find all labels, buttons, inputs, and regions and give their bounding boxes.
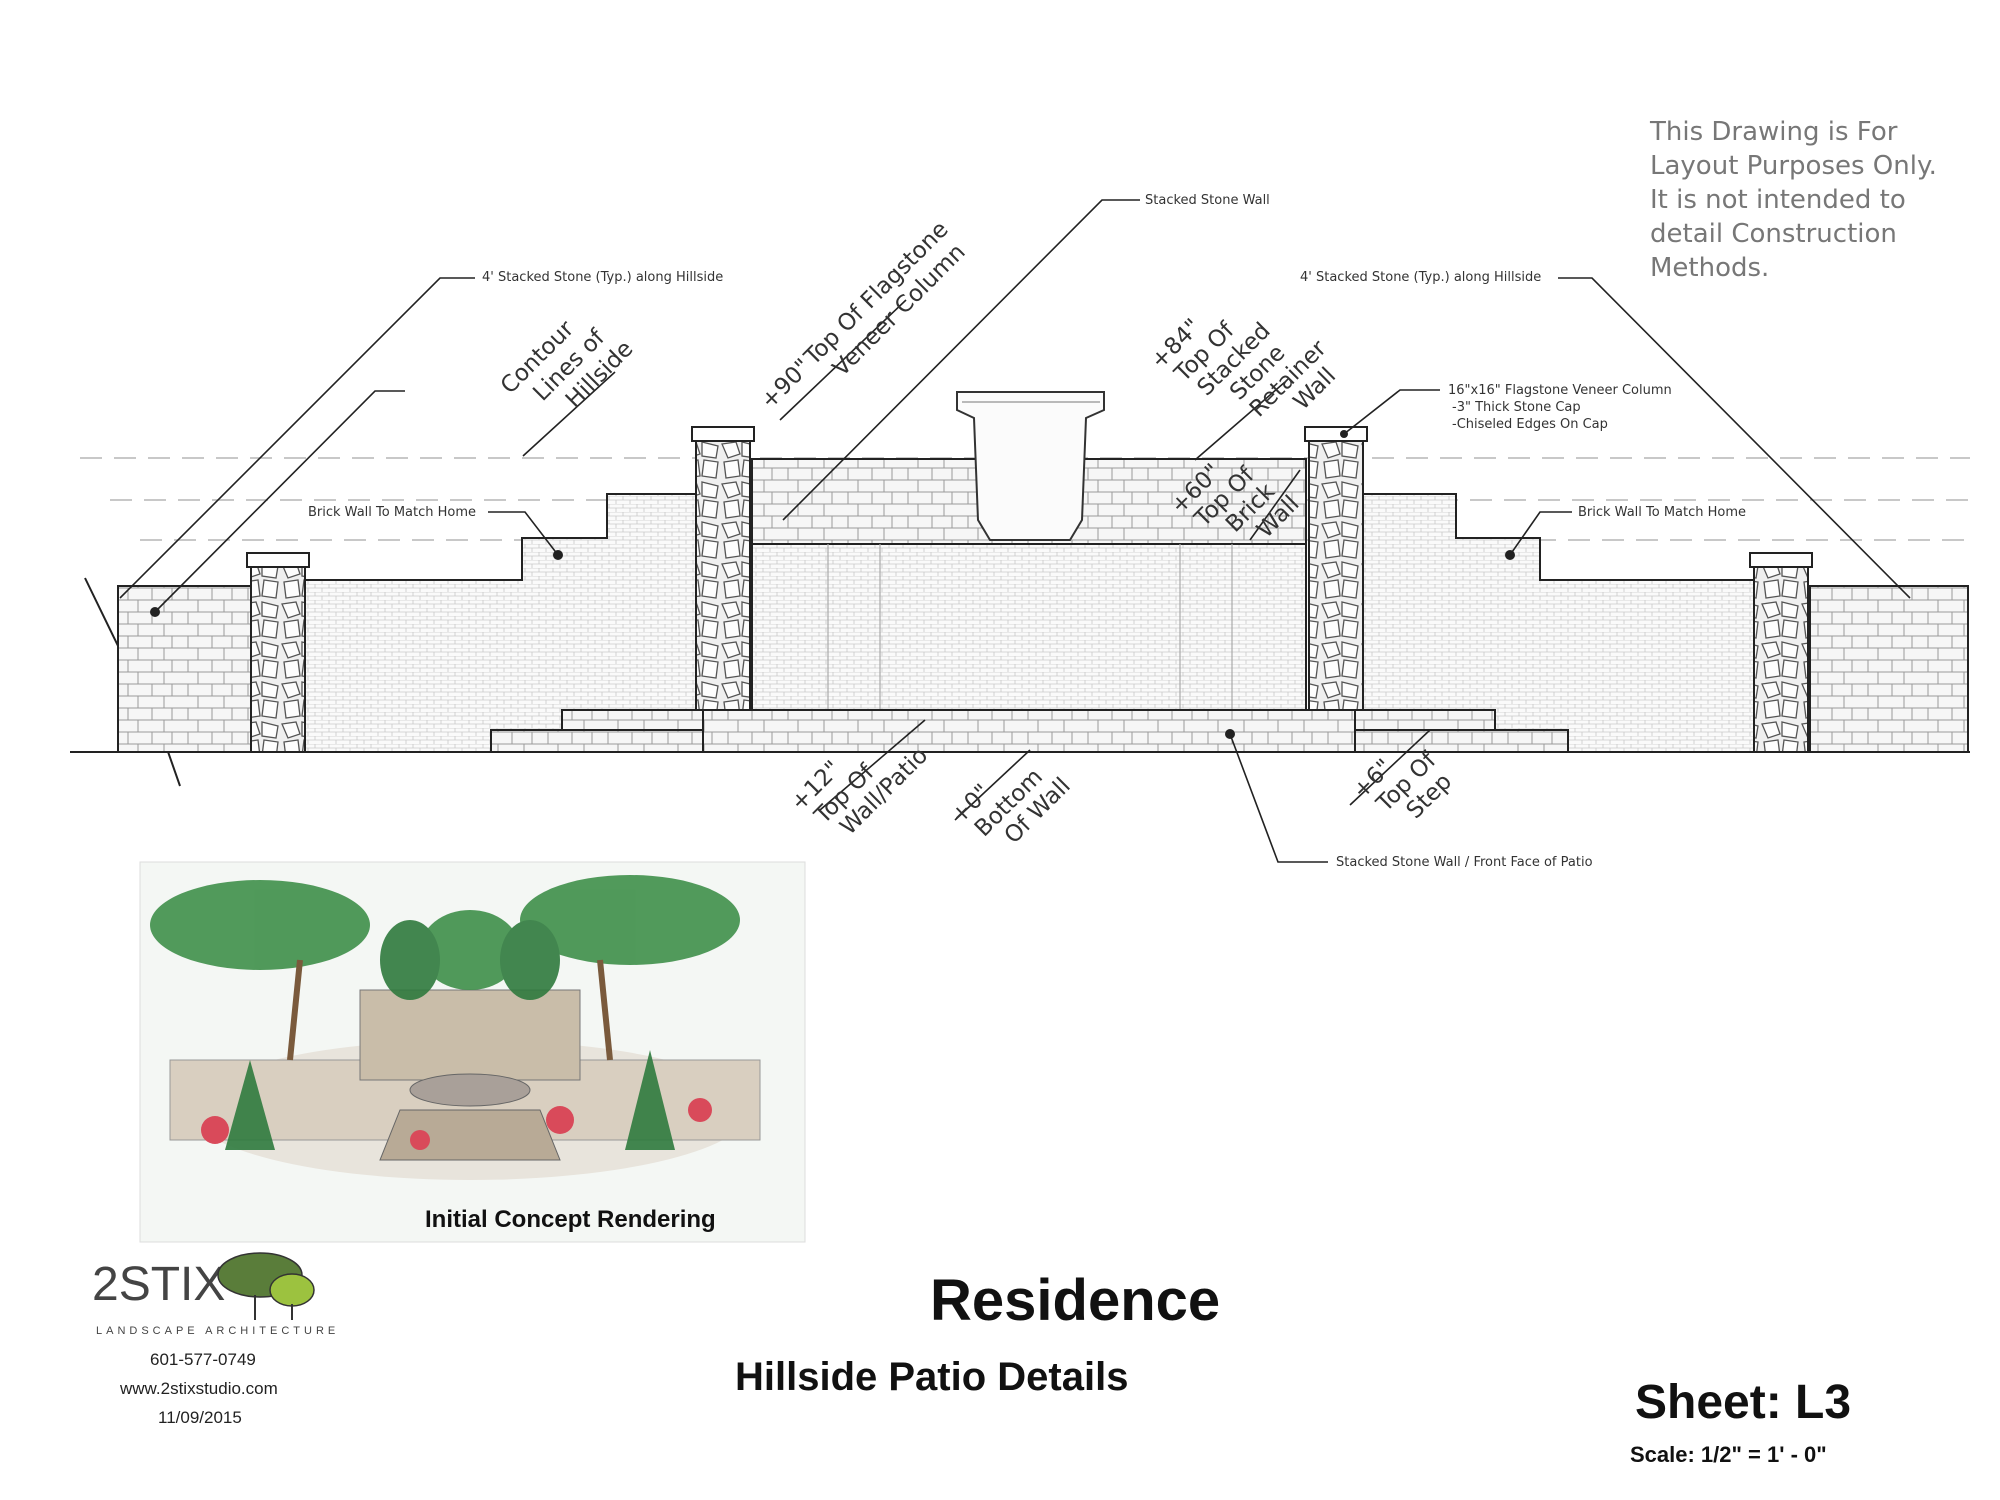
label-column-note-3: -Chiseled Edges On Cap bbox=[1452, 417, 1608, 432]
steps-right bbox=[1354, 709, 1569, 753]
label-brick-left: Brick Wall To Match Home bbox=[308, 505, 476, 520]
steps-left bbox=[490, 709, 704, 753]
tree-logo-icon bbox=[217, 1252, 315, 1320]
firm-name: 2STIX bbox=[92, 1258, 225, 1311]
firm-sub: LANDSCAPE ARCHITECTURE bbox=[96, 1325, 339, 1337]
label-front-face: Stacked Stone Wall / Front Face of Patio bbox=[1336, 855, 1593, 870]
rendering-caption: Initial Concept Rendering bbox=[425, 1206, 716, 1233]
svg-text:It is not intended to: It is not intended to bbox=[1650, 185, 1906, 215]
column-center-right bbox=[1304, 426, 1368, 712]
label-brick-right: Brick Wall To Match Home bbox=[1578, 505, 1746, 520]
label-stacked-stone-wall: Stacked Stone Wall bbox=[1145, 193, 1270, 208]
brick-wall-center bbox=[751, 543, 1307, 711]
project-subtitle: Hillside Patio Details bbox=[735, 1355, 1128, 1399]
svg-text:Methods.: Methods. bbox=[1650, 253, 1769, 283]
svg-text:detail Construction: detail Construction bbox=[1650, 219, 1897, 249]
firm-logo: 2STIX LANDSCAPE ARCHITECTURE 601-577-074… bbox=[92, 1252, 339, 1427]
project-title: Residence bbox=[930, 1268, 1220, 1333]
disclaimer-note: This Drawing is For Layout Purposes Only… bbox=[1649, 117, 1937, 283]
firm-web: www.2stixstudio.com bbox=[119, 1379, 278, 1398]
hillside-stone-left bbox=[117, 585, 252, 753]
firm-date: 11/09/2015 bbox=[158, 1408, 242, 1427]
svg-text:Layout Purposes Only.: Layout Purposes Only. bbox=[1650, 151, 1937, 181]
column-center-left bbox=[691, 426, 755, 712]
svg-text:+90": +90" bbox=[756, 354, 816, 414]
sheet-label: Sheet: L3 bbox=[1635, 1376, 1851, 1429]
dim-plus90: +90" Top Of Flagstone Veneer Column bbox=[756, 216, 971, 414]
label-column-note-2: -3" Thick Stone Cap bbox=[1452, 400, 1581, 415]
column-far-right bbox=[1749, 552, 1813, 753]
brick-wall-left bbox=[304, 493, 726, 753]
dim-contour: Contour Lines of Hillside bbox=[496, 316, 639, 414]
sheet-scale: Scale: 1/2" = 1' - 0" bbox=[1630, 1442, 1827, 1467]
label-column-note-1: 16"x16" Flagstone Veneer Column bbox=[1448, 383, 1672, 398]
label-stone-hillside-left: 4' Stacked Stone (Typ.) along Hillside bbox=[482, 270, 723, 285]
hillside-stone-right bbox=[1809, 585, 1969, 753]
column-far-left bbox=[246, 552, 310, 753]
concept-rendering: Initial Concept Rendering bbox=[139, 861, 806, 1243]
svg-text:This Drawing is For: This Drawing is For bbox=[1649, 117, 1898, 147]
leader-lines bbox=[119, 199, 1911, 863]
planter-urn bbox=[956, 391, 1105, 541]
firm-phone: 601-577-0749 bbox=[150, 1350, 256, 1369]
label-stone-hillside-right: 4' Stacked Stone (Typ.) along Hillside bbox=[1300, 270, 1541, 285]
dim-plus0: +0" Bottom Of Wall bbox=[946, 764, 1076, 849]
patio-front-face bbox=[702, 709, 1356, 753]
